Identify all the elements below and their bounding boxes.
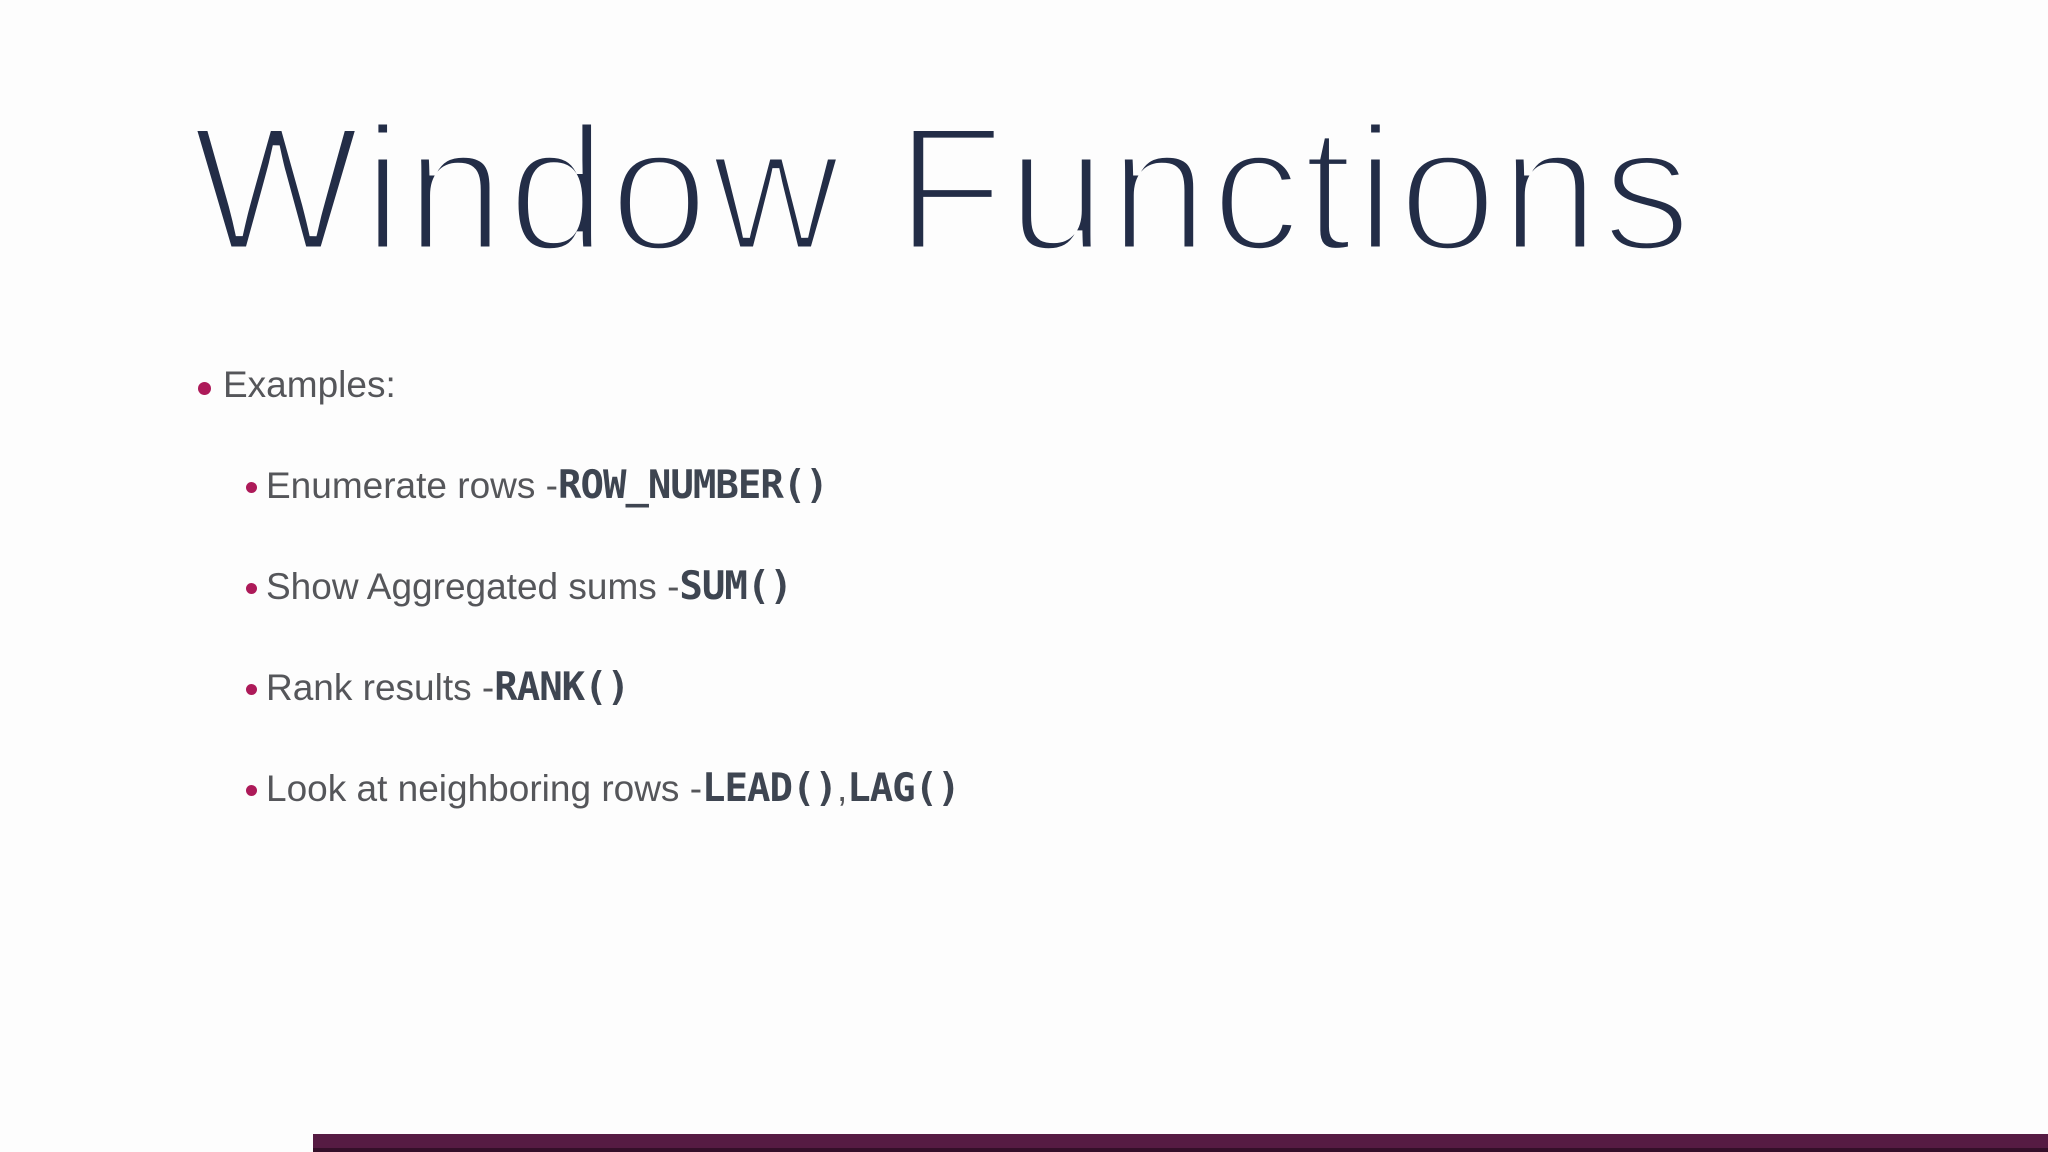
footer-accent-bar — [313, 1134, 2048, 1152]
list-item-text: , — [836, 768, 848, 809]
list-item: Rank results - RANK() — [246, 665, 630, 713]
sql-function-code: SUM() — [679, 564, 792, 609]
list-item: Show Aggregated sums - SUM() — [246, 564, 793, 612]
sql-function-code: LEAD() — [702, 766, 838, 811]
list-item-text: Show Aggregated sums - — [266, 566, 680, 607]
bullet-icon — [198, 381, 211, 395]
bullet-icon — [246, 481, 257, 493]
list-item-text: Enumerate rows - — [266, 465, 558, 506]
list-item-label: Examples: — [223, 364, 396, 405]
bullet-icon — [246, 582, 257, 594]
list-item-examples: Examples: — [198, 364, 396, 412]
list-item-text: Rank results - — [266, 667, 495, 708]
slide-title: Window Functions — [188, 89, 1695, 288]
bullet-icon — [246, 784, 257, 796]
bullet-icon — [246, 683, 257, 695]
sql-function-code: RANK() — [494, 665, 630, 710]
list-item: Look at neighboring rows - LEAD(), LAG() — [246, 766, 961, 814]
list-item: Enumerate rows - ROW_NUMBER() — [246, 463, 829, 511]
sql-function-code: ROW_NUMBER() — [558, 463, 829, 508]
list-item-text: Look at neighboring rows - — [266, 768, 703, 809]
sql-function-code: LAG() — [847, 766, 960, 811]
